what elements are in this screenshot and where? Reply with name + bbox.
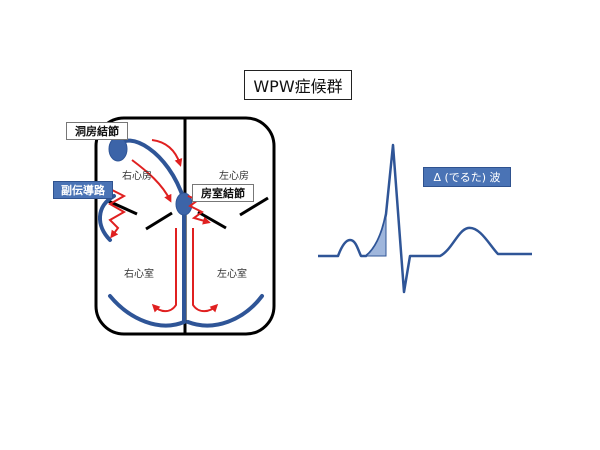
- right-ventricle-label: 右心室: [124, 269, 154, 280]
- purkinje-right: [108, 294, 186, 328]
- delta-wave-area: [364, 213, 387, 257]
- valve-left-outer: [239, 196, 269, 217]
- left-atrium-label: 左心房: [219, 171, 249, 182]
- av-node-label: 房室結節: [192, 184, 254, 202]
- page-title: WPW症候群: [244, 70, 352, 100]
- right-atrium-label: 右心房: [122, 171, 152, 182]
- valve-right-outer: [105, 198, 138, 216]
- delta-wave-label: Δ (でるた) 波: [423, 167, 511, 187]
- accessory-pathway-label: 副伝導路: [53, 181, 113, 199]
- purkinje-left: [186, 294, 264, 328]
- arrow-ventricle-left: [192, 228, 219, 313]
- arrow-atrial-left: [151, 139, 183, 167]
- arrow-ventricle-right: [151, 228, 177, 313]
- arrow-zigzag-accessory: [107, 189, 127, 239]
- sa-node: [108, 136, 128, 162]
- sa-node-label: 洞房結節: [66, 122, 128, 140]
- arrow-atrial-right: [131, 159, 172, 203]
- valve-left-inner: [197, 210, 227, 230]
- left-ventricle-label: 左心室: [217, 269, 247, 280]
- valve-right-inner: [145, 211, 173, 231]
